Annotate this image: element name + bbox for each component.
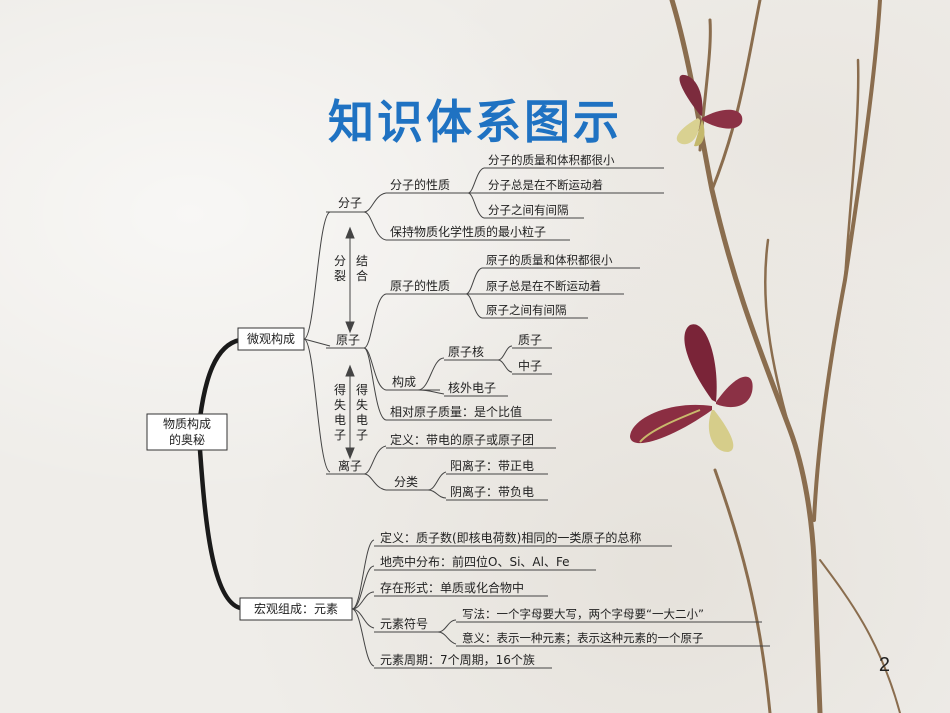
root-node: 物质构成 的奥秘 [146,413,228,451]
lgl-char-1: 得 [334,382,346,397]
combine-char-2: 合 [356,268,368,283]
molecule-label: 分子 [338,196,362,210]
micro-node: 微观构成 [237,327,305,351]
anion-label: 阴离子：带负电 [450,484,534,499]
atom-props-label: 原子的性质 [390,278,450,293]
lgr-char-3: 电 [356,413,368,427]
micro-label: 微观构成 [247,331,295,346]
split-char-1: 分 [334,254,346,268]
lgr-char-1: 得 [356,382,368,397]
molecule-props-label: 分子的性质 [390,177,450,192]
ion-label: 离子 [338,458,362,473]
element-definition: 定义：质子数(即核电荷数)相同的一类原子的总称 [380,530,641,545]
neutron-label: 中子 [518,358,542,373]
electrons-label: 核外电子 [448,381,496,395]
element-period: 元素周期：7个周期，16个族 [380,653,535,667]
atom-prop-3: 原子之间有间隔 [486,303,567,317]
element-symbol-meaning: 意义：表示一种元素；表示这种元素的一个原子 [462,631,704,645]
butterfly-top-icon [676,74,743,147]
cation-label: 阳离子：带正电 [450,458,534,473]
macro-label: 宏观组成：元素 [254,601,338,616]
lose-gain-right-vertical-text: 得 失 电 子 [356,382,368,442]
butterfly-bottom-icon [630,324,753,452]
lose-gain-left-vertical-text: 得 失 电 子 [334,382,346,442]
combine-char-1: 结 [356,254,368,268]
element-crust: 地壳中分布：前四位O、Si、Al、Fe [380,554,570,569]
split-vertical-text: 分 裂 [334,254,346,283]
element-form: 存在形式：单质或化合物中 [380,580,524,595]
atom-label: 原子 [336,333,360,347]
lgr-char-4: 子 [356,428,368,442]
molecule-prop-2: 分子总是在不断运动着 [488,178,603,192]
nucleus-label: 原子核 [448,345,484,359]
lgl-char-3: 电 [334,413,346,427]
atom-prop-1: 原子的质量和体积都很小 [486,253,613,267]
relative-mass: 相对原子质量：是个比值 [390,404,522,419]
atom-structure-label: 构成 [392,374,416,389]
lgl-char-4: 子 [334,428,346,442]
combine-vertical-text: 结 合 [356,254,368,283]
proton-label: 质子 [518,333,542,347]
molecule-keep: 保持物质化学性质的最小粒子 [390,224,546,239]
page-title: 知识体系图示 [328,95,622,149]
lgr-char-2: 失 [356,397,368,412]
molecule-prop-1: 分子的质量和体积都很小 [488,153,615,167]
macro-node: 宏观组成：元素 [239,597,353,621]
lgl-char-2: 失 [334,397,346,412]
element-symbol-label: 元素符号 [380,616,428,631]
split-char-2: 裂 [334,269,346,283]
ion-definition: 定义：带电的原子或原子团 [390,432,534,447]
root-line-1: 物质构成 [163,416,211,431]
element-symbol-writing: 写法：一个字母要大写，两个字母要“一大二小” [462,607,704,621]
page-number: 2 [878,654,890,676]
atom-prop-2: 原子总是在不断运动着 [486,279,601,293]
ion-class-label: 分类 [394,475,418,489]
molecule-prop-3: 分子之间有间隔 [488,203,569,217]
root-line-2: 的奥秘 [169,432,205,447]
